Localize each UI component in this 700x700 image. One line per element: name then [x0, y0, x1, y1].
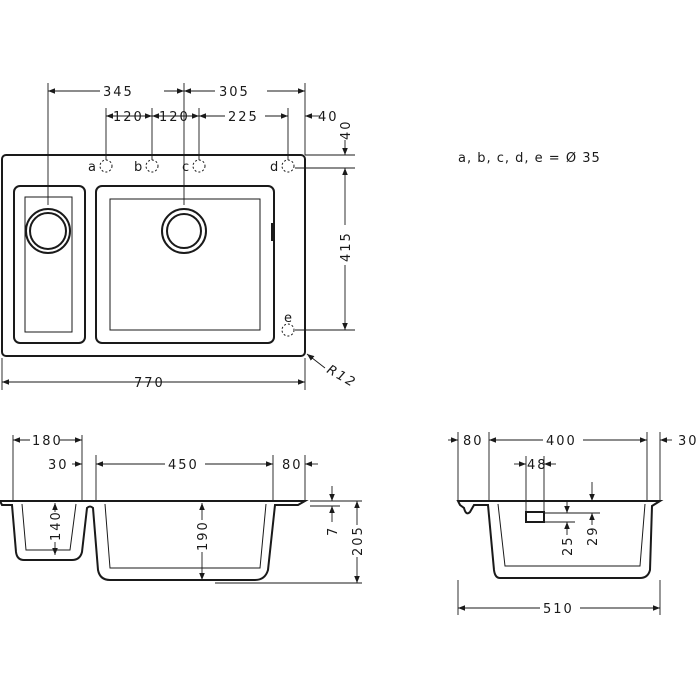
tap-hole-b	[145, 159, 159, 173]
dim-305: 305	[219, 85, 250, 100]
dim-30: 30	[48, 458, 69, 473]
dim-510: 510	[543, 602, 574, 617]
small-drain-icon	[25, 208, 71, 254]
side-profile	[456, 500, 664, 579]
tap-hole-e	[281, 323, 295, 337]
hole-label-a: a	[88, 160, 98, 175]
dim-80: 80	[282, 458, 303, 473]
dim-40-vertical: 40	[339, 119, 354, 140]
dim-190: 190	[196, 520, 211, 551]
dim-48: 48	[527, 458, 548, 473]
sink-outline	[1, 154, 306, 357]
dim-225: 225	[228, 110, 259, 125]
overflow-slot	[525, 511, 545, 523]
dim-r12: R12	[324, 362, 359, 391]
dim-180: 180	[32, 434, 63, 449]
tap-hole-c	[192, 159, 206, 173]
dim-400: 400	[546, 434, 577, 449]
dim-120-b: 120	[159, 110, 190, 125]
front-profile	[0, 500, 309, 581]
top-view: a b c d e 345 305 120 120 225 40 40 415 …	[1, 83, 359, 391]
dim-side-80: 80	[463, 434, 484, 449]
hole-label-c: c	[182, 160, 191, 175]
large-drain-icon	[161, 208, 207, 254]
dim-205: 205	[351, 525, 366, 556]
hole-label-e: e	[284, 311, 294, 326]
dim-345: 345	[103, 85, 134, 100]
dim-25: 25	[561, 535, 576, 556]
dim-140: 140	[49, 510, 64, 541]
dim-40-horizontal: 40	[318, 110, 339, 125]
dim-7: 7	[326, 526, 341, 536]
tap-hole-d	[281, 159, 295, 173]
hole-label-b: b	[134, 160, 144, 175]
hole-label-d: d	[270, 160, 280, 175]
tap-hole-a	[99, 159, 113, 173]
small-bowl	[13, 185, 86, 344]
front-view: 180 30 450 80 140 190 7 205	[0, 433, 366, 584]
dim-415: 415	[339, 231, 354, 262]
tap-holes: a b c d e	[88, 159, 295, 337]
dim-770: 770	[134, 376, 165, 391]
hole-diameter-note: a, b, c, d, e = Ø 35	[458, 151, 601, 166]
dim-29: 29	[586, 525, 601, 546]
dim-120-a: 120	[113, 110, 144, 125]
dim-450: 450	[168, 458, 199, 473]
side-view: 80 400 30 48 25 29 510	[448, 432, 699, 617]
large-bowl	[95, 185, 275, 344]
dim-side-30: 30	[678, 434, 699, 449]
